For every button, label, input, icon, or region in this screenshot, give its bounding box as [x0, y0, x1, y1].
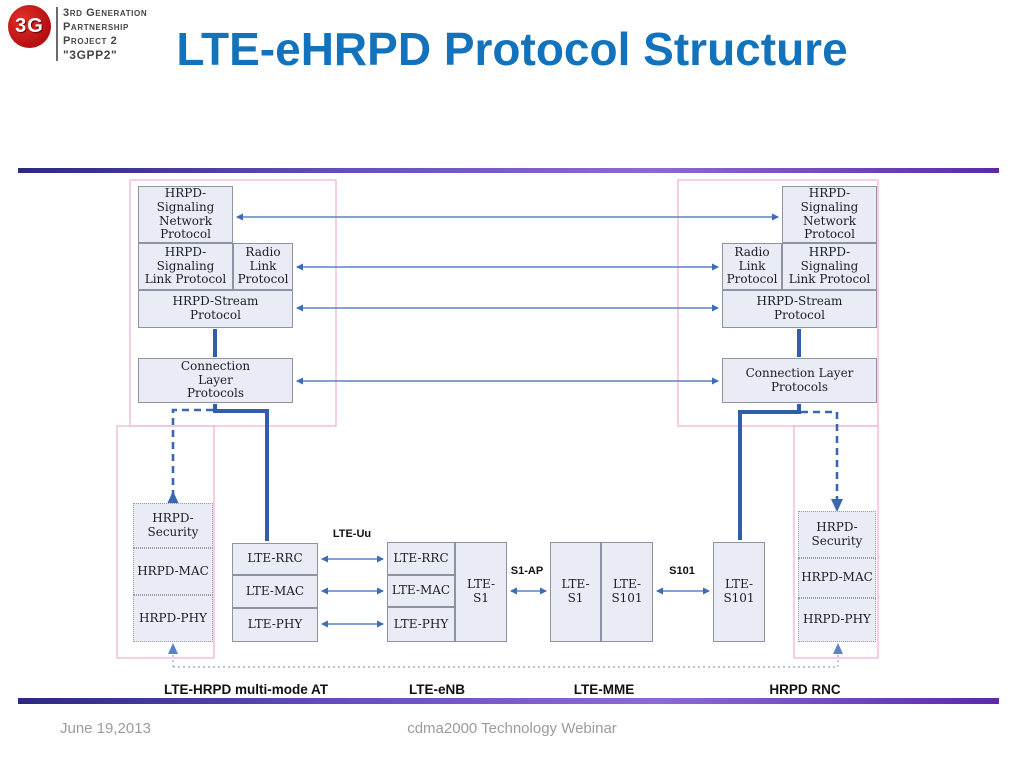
label-entity-rnc: HRPD RNC	[769, 682, 841, 697]
box-at-hrpd-signaling-network-protocol: HRPD- Signaling Network Protocol	[138, 186, 233, 243]
logo-wordmark: 3rd Generation Partnership Project 2 "3G…	[63, 5, 147, 63]
logo-line-1: 3rd Generation	[63, 7, 148, 19]
box-enb-lte-phy: LTE-PHY	[387, 607, 455, 642]
box-at-connection-layer-protocols: Connection Layer Protocols	[138, 358, 293, 403]
connector-rnc-clp-to-security-dashed	[801, 410, 839, 505]
box-rnc-hrpd-signaling-network-protocol: HRPD- Signaling Network Protocol	[782, 186, 877, 243]
logo-line-2: Partnership	[63, 20, 129, 33]
box-enb-lte-rrc: LTE-RRC	[387, 542, 455, 575]
label-entity-mme: LTE-MME	[573, 682, 635, 697]
outline-at-security-group	[116, 425, 215, 659]
box-at-hrpd-signaling-link-protocol: HRPD- Signaling Link Protocol	[138, 243, 233, 290]
box-rnc-lte-s101: LTE- S101	[713, 542, 765, 642]
box-rnc-hrpd-phy: HRPD-PHY	[798, 598, 876, 642]
arrowhead-rnc-security-down	[831, 499, 843, 512]
box-at-lte-mac: LTE-MAC	[232, 575, 318, 608]
logo-divider	[56, 7, 58, 61]
box-at-lte-phy: LTE-PHY	[232, 608, 318, 642]
3g-logo-text: 3G	[15, 15, 44, 37]
box-rnc-hrpd-mac: HRPD-MAC	[798, 558, 876, 598]
logo-line-3: Project 2	[63, 34, 118, 47]
outline-at-protocol-group	[129, 179, 337, 427]
label-entity-enb: LTE-eNB	[409, 682, 465, 697]
outline-rnc-protocol-group	[677, 179, 879, 427]
footer-date: June 19,2013	[60, 720, 151, 737]
box-enb-lte-mac: LTE-MAC	[387, 575, 455, 607]
connector-at-clp-to-lte-rrc	[213, 404, 269, 541]
box-at-hrpd-security: HRPD- Security	[133, 503, 213, 548]
connector-at-clp-to-security-dashed	[171, 408, 213, 500]
logo-line-4: "3GPP2"	[63, 48, 118, 63]
arrowhead-rnc-phy-up	[833, 643, 843, 654]
title-divider-bar	[18, 168, 999, 173]
box-at-hrpd-stream-protocol: HRPD-Stream Protocol	[138, 290, 293, 328]
box-enb-lte-s1: LTE- S1	[455, 542, 507, 642]
label-entity-at: LTE-HRPD multi-mode AT	[164, 682, 328, 697]
connector-rnc-clp-to-lte-s101	[738, 404, 801, 540]
label-lte-uu-interface: LTE-Uu	[332, 528, 372, 540]
footer-webinar-title: cdma2000 Technology Webinar	[407, 720, 617, 737]
box-at-hrpd-phy: HRPD-PHY	[133, 595, 213, 642]
box-rnc-radio-link-protocol: Radio Link Protocol	[722, 243, 782, 290]
box-mme-lte-s101: LTE- S101	[601, 542, 653, 642]
arrowhead-at-phy-up	[168, 643, 178, 654]
box-rnc-hrpd-security: HRPD- Security	[798, 511, 876, 558]
box-mme-lte-s1: LTE- S1	[550, 542, 601, 642]
arrowhead-at-security-up	[167, 491, 179, 504]
box-at-hrpd-mac: HRPD-MAC	[133, 548, 213, 595]
label-s101-interface: S101	[669, 565, 695, 577]
3gpp2-logo: 3G 3rd Generation Partnership Project 2 …	[8, 5, 147, 63]
box-rnc-hrpd-stream-protocol: HRPD-Stream Protocol	[722, 290, 877, 328]
box-at-radio-link-protocol: Radio Link Protocol	[233, 243, 293, 290]
3g-logo-badge: 3G	[8, 5, 51, 48]
label-s1-ap-interface: S1-AP	[510, 565, 544, 577]
footer-divider-bar	[18, 698, 999, 704]
box-rnc-connection-layer-protocols: Connection Layer Protocols	[722, 358, 877, 403]
page-title: LTE-eHRPD Protocol Structure	[176, 23, 848, 75]
box-rnc-hrpd-signaling-link-protocol: HRPD- Signaling Link Protocol	[782, 243, 877, 290]
box-at-lte-rrc: LTE-RRC	[232, 543, 318, 575]
